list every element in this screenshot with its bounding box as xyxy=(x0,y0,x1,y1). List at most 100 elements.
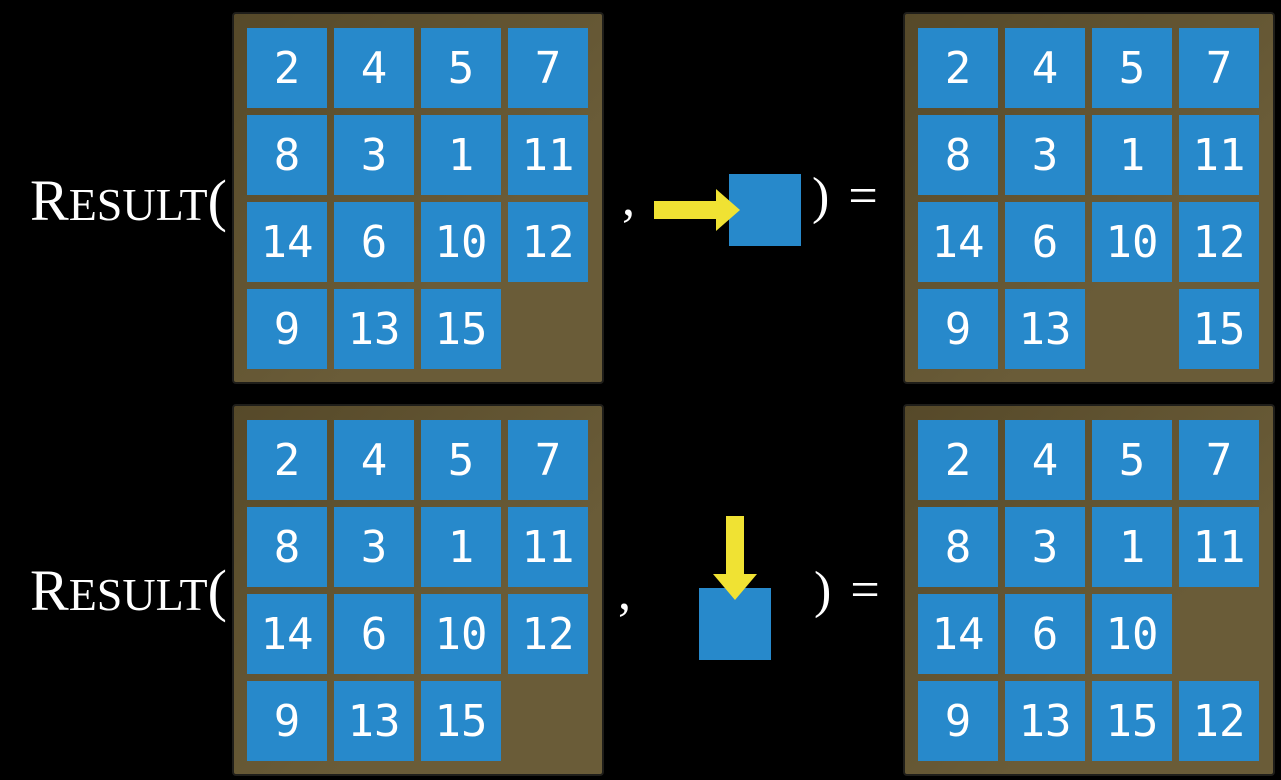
puzzle-tile: 3 xyxy=(1005,507,1085,587)
puzzle-tile: 2 xyxy=(918,28,998,108)
empty-cell xyxy=(1179,594,1259,674)
tile-number: 11 xyxy=(1192,521,1246,573)
tile-number: 13 xyxy=(1018,303,1072,355)
puzzle-tile: 15 xyxy=(1179,289,1259,369)
tile-number: 15 xyxy=(1105,695,1159,747)
puzzle-tile: 11 xyxy=(508,115,588,195)
tile-number: 9 xyxy=(944,303,972,355)
comma-separator: , xyxy=(618,564,631,621)
tile-number: 4 xyxy=(1031,434,1059,486)
puzzle-tile: 12 xyxy=(1179,202,1259,282)
puzzle-tile: 5 xyxy=(421,420,501,500)
puzzle-tile: 6 xyxy=(334,594,414,674)
puzzle-tile: 1 xyxy=(421,115,501,195)
close-paren-equals: ) = xyxy=(814,562,883,619)
tile-number: 5 xyxy=(1118,42,1146,94)
action-tile xyxy=(729,174,801,246)
tile-number: 1 xyxy=(447,129,475,181)
puzzle-tile: 13 xyxy=(334,681,414,761)
tile-number: 6 xyxy=(360,608,388,660)
tile-number: 8 xyxy=(273,521,301,573)
tile-number: 11 xyxy=(521,129,575,181)
tile-number: 13 xyxy=(347,695,401,747)
puzzle-tile: 14 xyxy=(247,202,327,282)
tile-number: 12 xyxy=(521,608,575,660)
tile-number: 3 xyxy=(360,129,388,181)
puzzle-tile: 7 xyxy=(1179,28,1259,108)
tile-number: 6 xyxy=(360,216,388,268)
tile-number: 11 xyxy=(1192,129,1246,181)
function-label: R ESULT ( xyxy=(30,170,227,232)
tile-number: 2 xyxy=(273,434,301,486)
tile-number: 7 xyxy=(1205,434,1233,486)
puzzle-tile: 5 xyxy=(1092,420,1172,500)
puzzle-tile: 10 xyxy=(421,594,501,674)
puzzle-tile: 15 xyxy=(421,289,501,369)
action-tile xyxy=(699,588,771,660)
puzzle-tile: 1 xyxy=(1092,115,1172,195)
arrow-shaft xyxy=(726,516,744,576)
puzzle-tile: 11 xyxy=(1179,507,1259,587)
tile-number: 3 xyxy=(1031,129,1059,181)
tile-number: 15 xyxy=(434,695,488,747)
tile-number: 3 xyxy=(360,521,388,573)
puzzle-tile: 7 xyxy=(1179,420,1259,500)
function-name-initial: R xyxy=(30,558,69,623)
puzzle-tile: 6 xyxy=(334,202,414,282)
tile-number: 9 xyxy=(273,303,301,355)
tile-number: 4 xyxy=(1031,42,1059,94)
puzzle-tile: 3 xyxy=(334,507,414,587)
puzzle-tile: 2 xyxy=(247,420,327,500)
tile-number: 10 xyxy=(434,216,488,268)
arrow-head xyxy=(713,574,757,600)
puzzle-tile: 10 xyxy=(1092,594,1172,674)
tile-number: 4 xyxy=(360,42,388,94)
puzzle-tile: 13 xyxy=(334,289,414,369)
puzzle-tile: 12 xyxy=(1179,681,1259,761)
puzzle-tile: 1 xyxy=(1092,507,1172,587)
tile-number: 14 xyxy=(931,608,985,660)
puzzle-tile: 6 xyxy=(1005,594,1085,674)
puzzle-tile: 3 xyxy=(1005,115,1085,195)
tile-number: 3 xyxy=(1031,521,1059,573)
puzzle-tile: 2 xyxy=(918,420,998,500)
puzzle-tile: 3 xyxy=(334,115,414,195)
puzzle-tile: 12 xyxy=(508,594,588,674)
puzzle-tile: 1 xyxy=(421,507,501,587)
tile-number: 7 xyxy=(534,42,562,94)
tile-number: 15 xyxy=(1192,303,1246,355)
tile-number: 5 xyxy=(447,42,475,94)
puzzle-tile: 13 xyxy=(1005,289,1085,369)
tile-number: 12 xyxy=(521,216,575,268)
close-paren-equals: ) = xyxy=(812,168,881,225)
tile-number: 15 xyxy=(434,303,488,355)
tile-number: 14 xyxy=(260,216,314,268)
function-name-smallcaps: ESULT xyxy=(68,179,208,230)
arrow-head xyxy=(716,189,740,231)
tile-number: 8 xyxy=(944,129,972,181)
puzzle-tile: 15 xyxy=(421,681,501,761)
puzzle-tile: 8 xyxy=(918,507,998,587)
tile-number: 2 xyxy=(273,42,301,94)
puzzle-tile: 9 xyxy=(247,289,327,369)
puzzle-tile: 13 xyxy=(1005,681,1085,761)
tile-number: 6 xyxy=(1031,608,1059,660)
puzzle-tile: 9 xyxy=(918,681,998,761)
tile-number: 12 xyxy=(1192,695,1246,747)
puzzle-tile: 9 xyxy=(918,289,998,369)
tile-number: 13 xyxy=(1018,695,1072,747)
puzzle-tile: 4 xyxy=(334,28,414,108)
tile-number: 5 xyxy=(447,434,475,486)
puzzle-tile: 8 xyxy=(247,507,327,587)
puzzle-tile: 2 xyxy=(247,28,327,108)
tile-number: 5 xyxy=(1118,434,1146,486)
tile-number: 6 xyxy=(1031,216,1059,268)
tile-number: 12 xyxy=(1192,216,1246,268)
tile-number: 14 xyxy=(260,608,314,660)
